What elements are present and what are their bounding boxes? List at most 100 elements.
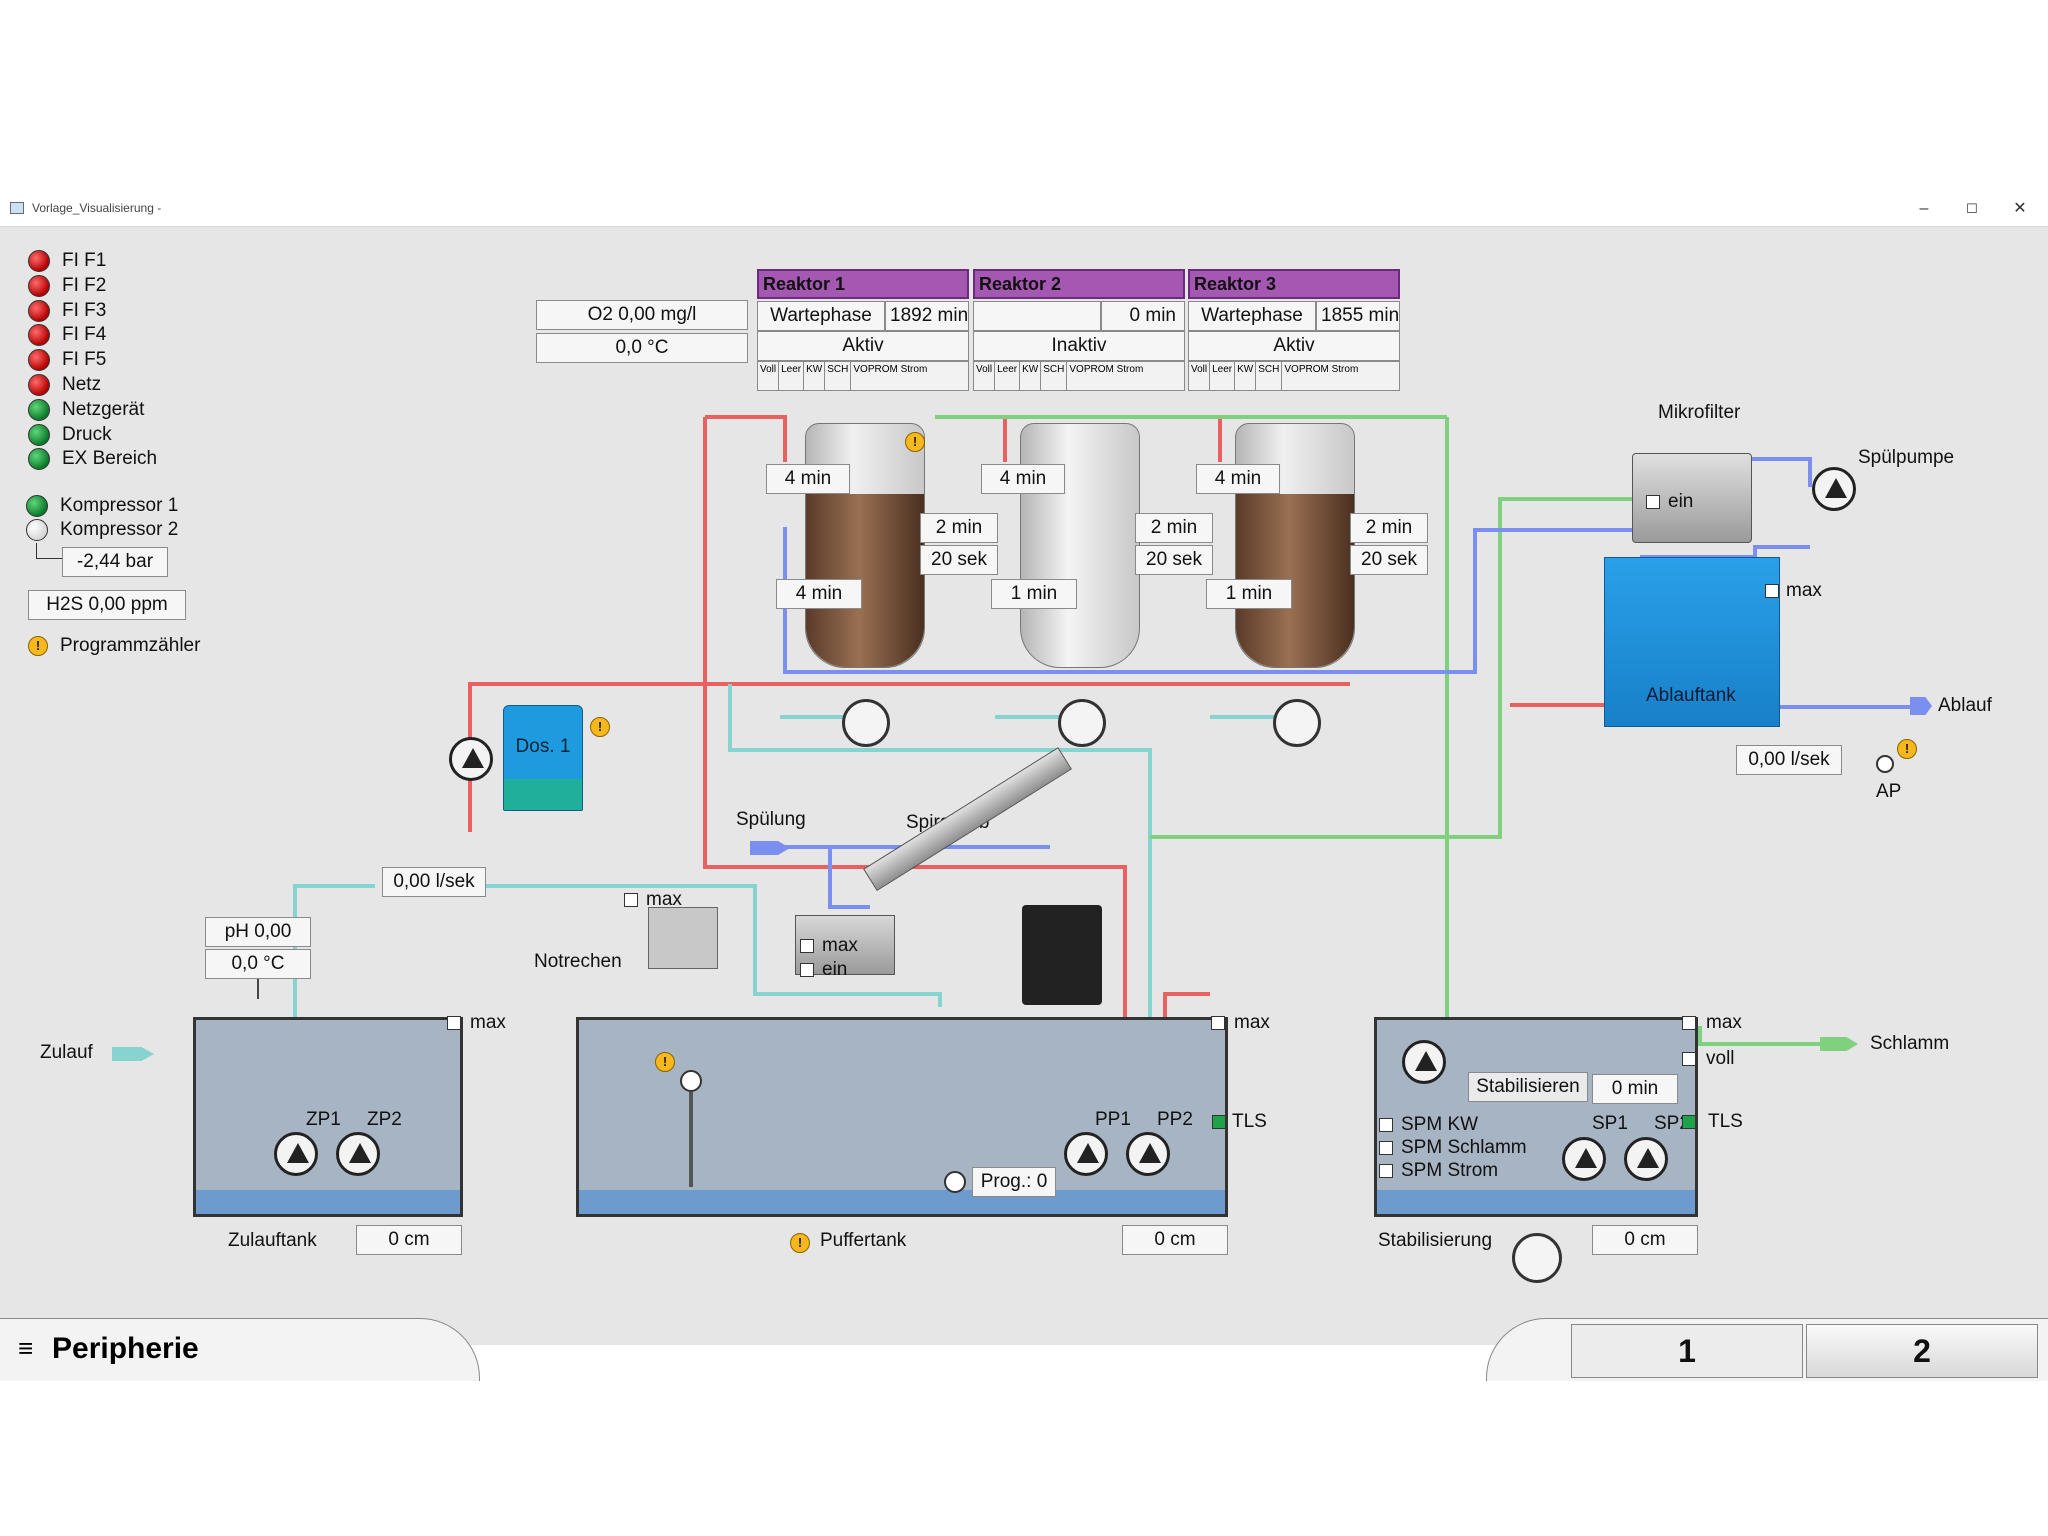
cell-voprom: VOPROM Strom [1069,364,1144,375]
close-button[interactable]: ✕ [2013,200,2027,217]
ap-sensor[interactable] [1876,755,1894,773]
puffertank-label-warning-icon: ! [790,1233,810,1253]
cell-kw: KW [1020,362,1042,390]
ap-label: AP [1876,781,1902,802]
spm-strom-label: SPM Strom [1401,1160,1499,1181]
sp1-label: SP1 [1592,1113,1628,1134]
puffertank[interactable] [576,1017,1228,1217]
page-1-button[interactable]: 1 [1571,1324,1803,1378]
zulauftank-max-checkbox [447,1016,461,1030]
cell-sch: SCH [1041,362,1068,390]
ablauf-label: Ablauf [1938,695,1992,716]
agitator-motor[interactable] [680,1070,702,1092]
page-title: Peripherie [52,1332,199,1365]
puffertank-max-checkbox [1211,1016,1225,1030]
zp2-pump[interactable] [336,1132,380,1176]
notrechen-label: Notrechen [534,951,622,972]
status-led-fi-f5 [28,349,50,371]
status-label-fi-f1: FI F1 [62,250,107,271]
ablauftank[interactable] [1604,557,1780,727]
reactor-3-fill-time: 4 min [1196,464,1280,494]
pressure-value: -2,44 bar [62,547,168,577]
reactor-2-header[interactable]: Reaktor 2 [973,269,1185,299]
spiralsieb-bin [1022,905,1102,1005]
notrechen-max-label: max [646,889,682,910]
reactor-2-time-a: 2 min [1135,513,1213,543]
ablauftank-max-checkbox [1765,584,1779,598]
reactor-1-phase: Wartephase [757,301,885,331]
cell-kw: KW [1235,362,1257,390]
status-label-druck: Druck [62,424,112,445]
stabilisierung-max-label: max [1706,1012,1742,1033]
pp1-pump[interactable] [1064,1132,1108,1176]
menu-icon[interactable]: ≡ [18,1333,34,1363]
spuelpumpe-pump[interactable] [1812,467,1856,511]
cell-voll: Voll [758,362,780,390]
zp1-pump[interactable] [274,1132,318,1176]
page-2-button[interactable]: 2 [1806,1324,2038,1378]
dosing-pump[interactable] [449,737,493,781]
status-led-fi-f1 [28,250,50,272]
minimize-button[interactable]: – [1919,200,1929,217]
puffertank-label: Puffertank [820,1230,907,1251]
stabilisierung-voll-checkbox [1682,1052,1696,1066]
notrechen-unit[interactable] [648,907,718,969]
reactor-1-blower[interactable] [842,699,890,747]
status-led-druck [28,424,50,446]
stabilisierung-voll-label: voll [1706,1048,1735,1069]
spm-kw-checkbox[interactable] [1379,1118,1393,1132]
dosing-tank[interactable]: Dos. 1 [503,705,583,811]
spm-strom-checkbox[interactable] [1379,1164,1393,1178]
dosing-warning-icon: ! [590,717,610,737]
sp1-pump[interactable] [1562,1137,1606,1181]
reactor-1-header[interactable]: Reaktor 1 [757,269,969,299]
zulauf-flow-value: 0,00 l/sek [382,867,486,897]
puffertank-tls-label: TLS [1232,1111,1267,1132]
mikrofilter-ein-checkbox[interactable] [1646,495,1660,509]
ablauftank-label: Ablauftank [1646,685,1736,706]
stabilisierung-inlet-pump[interactable] [1402,1040,1446,1084]
stabilisieren-time: 0 min [1592,1074,1678,1104]
app-icon [10,202,24,214]
reactor-3-phase: Wartephase [1188,301,1316,331]
pp2-pump[interactable] [1126,1132,1170,1176]
cell-voprom: VOPROM Strom [1284,364,1359,375]
spiralsieb-ein-label: ein [822,959,848,980]
spiralsieb-ein-checkbox[interactable] [800,963,814,977]
spm-schlamm-checkbox[interactable] [1379,1141,1393,1155]
notrechen-max-checkbox [624,893,638,907]
zp2-label: ZP2 [367,1109,402,1130]
reactor-1-time-b: 20 sek [920,545,998,575]
zulauftank[interactable] [193,1017,463,1217]
o2-value: O2 0,00 mg/l [536,300,748,330]
zulauf-arrow-icon [112,1047,154,1061]
reactor-3-blower[interactable] [1273,699,1321,747]
status-label-fi-f5: FI F5 [62,349,107,370]
reactor-2-state: Inaktiv [973,331,1185,361]
stabilisieren-button[interactable]: Stabilisieren [1468,1072,1588,1102]
pp2-label: PP2 [1157,1109,1193,1130]
sp2-pump[interactable] [1624,1137,1668,1181]
stabilisierung-blower[interactable] [1512,1233,1562,1283]
spm-kw-label: SPM KW [1401,1114,1479,1135]
puffertank-tls-indicator [1212,1115,1226,1129]
mikrofilter-ein-label: ein [1668,491,1694,512]
window-title: Vorlage_Visualisierung - [32,201,162,215]
status-label-netz: Netz [62,374,102,395]
application-window: Vorlage_Visualisierung - – ☐ ✕ [0,191,2048,1381]
reactor-2-vessel[interactable] [1020,423,1140,668]
reactor-3-header[interactable]: Reaktor 3 [1188,269,1400,299]
maximize-button[interactable]: ☐ [1966,201,1978,216]
reactor-1-vessel[interactable] [805,423,925,668]
reactor-2-blower[interactable] [1058,699,1106,747]
program-counter-label: Programmzähler [60,635,201,656]
reactor-2-phase [973,301,1101,331]
reactor-temp-value: 0,0 °C [536,333,748,363]
status-label-ex-bereich: EX Bereich [62,448,158,469]
reactor-1-time-a: 2 min [920,513,998,543]
status-led-ex-bereich [28,448,50,470]
stabilisierung-tls-label: TLS [1708,1111,1743,1132]
reactor-3-vessel[interactable] [1235,423,1355,668]
